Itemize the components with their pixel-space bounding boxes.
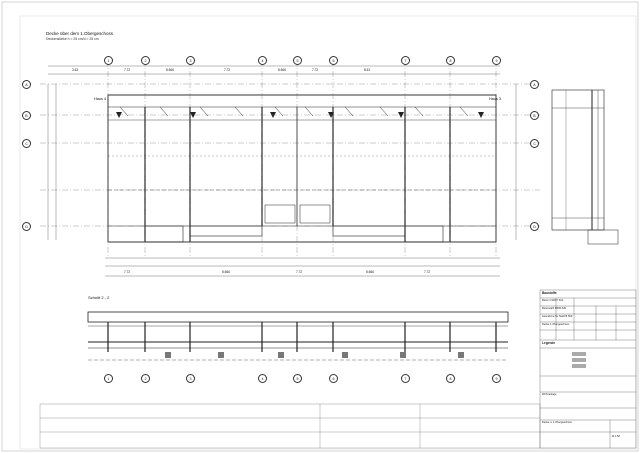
- dimension-label: 7.72: [124, 270, 131, 274]
- plan-view: [107, 94, 497, 243]
- titleblock-row: Betonstahl B500 A/B: [542, 307, 566, 310]
- dimension-label: 7.72: [124, 68, 131, 72]
- grid-bubble-column: 3: [186, 56, 195, 65]
- titleblock-header: Baustoffe: [542, 291, 557, 295]
- grid-bubble-column: 7: [401, 56, 410, 65]
- titleblock-row: Decke 1.Obergeschoss: [542, 323, 569, 326]
- inner-frame: [19, 15, 637, 450]
- drawing-scale: M 1:50: [612, 435, 620, 438]
- dimension-label: 3.63: [72, 68, 79, 72]
- titleblock-row: Ausnahme für Stahl B 500: [542, 315, 573, 318]
- dimension-label: 8.61: [364, 68, 371, 72]
- slab-outline: [107, 94, 497, 243]
- dimension-label: 8.666: [366, 270, 374, 274]
- grid-bubble-column: 9: [492, 56, 501, 65]
- grid-bubble-column: 5: [293, 56, 302, 65]
- grid-bubble-column: 1: [104, 56, 113, 65]
- drawing-name: Decke ü. 1.Obergeschoss: [542, 421, 572, 424]
- section-view: [87, 311, 509, 361]
- plan-grid: [40, 60, 540, 258]
- dimension-label: 8.666: [278, 68, 286, 72]
- title-block: [539, 289, 637, 449]
- project-name: Wohnanlage: [542, 393, 557, 396]
- section-title: Schnitt 2 - 2: [88, 295, 110, 300]
- info-boxes: [39, 403, 541, 449]
- grid-bubble-row: B: [530, 111, 539, 120]
- grid-bubble-row: A: [22, 80, 31, 89]
- grid-bubble-row: B: [22, 111, 31, 120]
- grid-bubble-column: 2: [141, 374, 150, 383]
- dimension-label: 7.72: [296, 270, 303, 274]
- legend-header: Legende: [542, 341, 556, 345]
- dimension-label: 7.72: [424, 270, 431, 274]
- grid-bubble-row: C: [22, 139, 31, 148]
- detail-view: [551, 89, 619, 245]
- grid-bubble-column: 4: [258, 374, 267, 383]
- grid-bubble-column: 8: [446, 374, 455, 383]
- grid-bubble-column: 6: [329, 374, 338, 383]
- house-label-left: Haus 4: [94, 97, 107, 101]
- grid-bubble-column: 8: [446, 56, 455, 65]
- house-label-right: Haus 3: [489, 97, 502, 101]
- dimension-label: 7.72: [312, 68, 319, 72]
- grid-bubble-row: D: [22, 222, 31, 231]
- dimension-lines: [47, 65, 517, 277]
- grid-bubble-column: 1: [104, 374, 113, 383]
- grid-bubble-column: 7: [401, 374, 410, 383]
- grid-bubble-row: D: [530, 222, 539, 231]
- grid-bubble-row: C: [530, 139, 539, 148]
- dimension-label: 8.666: [166, 68, 174, 72]
- grid-bubble-column: 5: [293, 374, 302, 383]
- grid-bubble-row: A: [530, 80, 539, 89]
- grid-bubble-column: 9: [492, 374, 501, 383]
- grid-bubble-column: 3: [186, 374, 195, 383]
- grid-bubble-column: 4: [258, 56, 267, 65]
- grid-bubble-column: 6: [329, 56, 338, 65]
- plan-title: Decke über dem 1.Obergeschoss: [46, 31, 114, 36]
- dimension-label: 8.666: [222, 270, 230, 274]
- dimension-label: 7.72: [224, 68, 231, 72]
- grid-bubble-column: 2: [141, 56, 150, 65]
- plan-subtitle: Deckenstärke h = 25 cm/d = 25 cm: [46, 37, 99, 41]
- titleblock-row: Beton C30/37 XC1: [542, 299, 564, 302]
